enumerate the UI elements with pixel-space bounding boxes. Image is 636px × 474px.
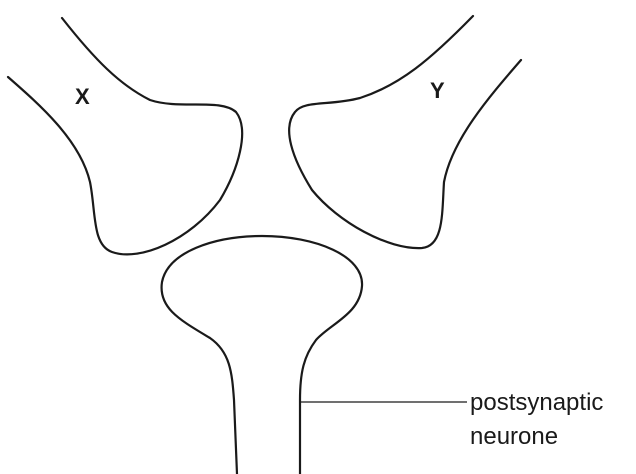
postsynaptic-neurone-shape [162,236,363,474]
postsynaptic-label-line1: postsynaptic [470,389,603,416]
presynaptic-terminal-x [8,18,242,254]
label-y: Y [430,78,445,103]
label-x: X [75,84,90,109]
presynaptic-terminal-y [289,16,521,248]
postsynaptic-label-line2: neurone [470,423,558,450]
